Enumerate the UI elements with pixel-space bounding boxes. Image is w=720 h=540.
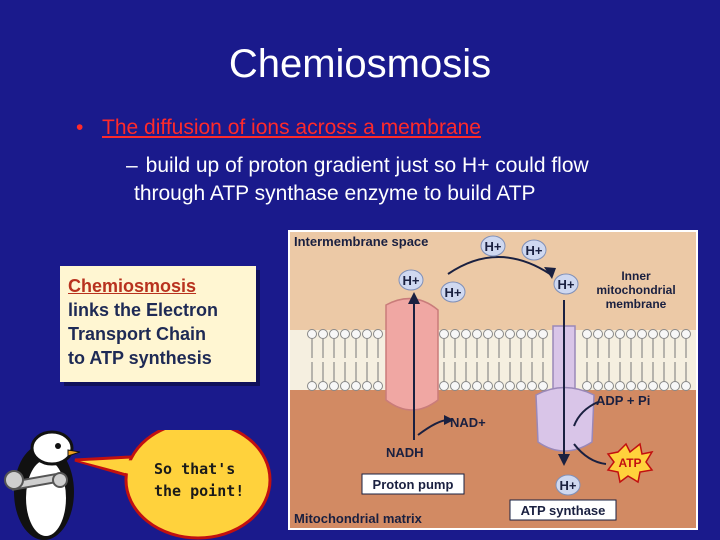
svg-text:H+: H+ [526, 243, 543, 258]
callout-line-3: Transport Chain [68, 324, 207, 344]
proton-6: H+ [555, 474, 581, 496]
proton-pump-label-box [361, 473, 465, 495]
bullet-marker: • [76, 116, 84, 139]
atp-burst: ATP [606, 442, 654, 484]
chemiosmosis-callout-box: Chemiosmosis links the Electron Transpor… [60, 266, 256, 382]
penguin-speech-illustration [4, 430, 272, 540]
adp-arrow [573, 401, 599, 427]
svg-text:H+: H+ [445, 285, 462, 300]
bullet-2-line-2: through ATP synthase enzyme to build ATP [134, 182, 536, 205]
penguin-icon [14, 430, 81, 540]
proton-pump-label: Proton pump [373, 477, 454, 492]
intermembrane-space-label: Intermembrane space [294, 234, 428, 249]
speech-bubble [74, 430, 272, 540]
speech-bubble-text: So that's the point! [134, 458, 274, 502]
proton-4: H+ [440, 281, 466, 303]
chemiosmosis-diagram: H+ H+ H+ H+ H+ H+ Intermembrane space Mi… [288, 230, 698, 530]
bullet-1-text: The diffusion of ions across a membrane [102, 116, 481, 139]
membrane-bilayer [290, 329, 696, 391]
atp-synthase-label-box [509, 499, 617, 521]
adp-pi-label: ADP + Pi [596, 393, 650, 408]
inner-membrane-label-3: membrane [606, 297, 667, 311]
proton-pump-protein [385, 297, 439, 411]
atp-label: ATP [618, 456, 641, 470]
nadh-label: NADH [386, 445, 424, 460]
bubble-line-2: the point! [154, 482, 245, 500]
proton-3: H+ [398, 269, 424, 291]
callout-line-4: to ATP synthesis [68, 348, 212, 368]
mitochondrial-matrix-label: Mitochondrial matrix [294, 511, 423, 526]
inner-membrane-label-1: Inner [621, 269, 651, 283]
callout-highlight: Chemiosmosis [68, 276, 197, 296]
sub-bullet-marker: – [126, 154, 138, 177]
wrench-icon [4, 470, 68, 491]
nad-label: NAD+ [450, 415, 486, 430]
slide-title: Chemiosmosis [228, 42, 492, 86]
svg-text:H+: H+ [485, 239, 502, 254]
callout-line-2: links the Electron [68, 300, 219, 320]
inner-membrane-label-2: mitochondrial [596, 283, 675, 297]
proton-2: H+ [521, 239, 547, 261]
atp-synthase-label: ATP synthase [521, 503, 606, 518]
proton-labels: H+ H+ H+ H+ H+ H+ [398, 235, 581, 496]
proton-5: H+ [553, 273, 579, 295]
atp-arrow [573, 443, 607, 465]
svg-text:H+: H+ [558, 277, 575, 292]
bullet-2-line-1: build up of proton gradient just so H+ c… [145, 154, 589, 177]
proton-1: H+ [480, 235, 506, 257]
proton-flow-arrow [447, 256, 551, 275]
svg-text:H+: H+ [403, 273, 420, 288]
bubble-line-1: So that's [154, 460, 236, 478]
svg-text:H+: H+ [560, 478, 577, 493]
